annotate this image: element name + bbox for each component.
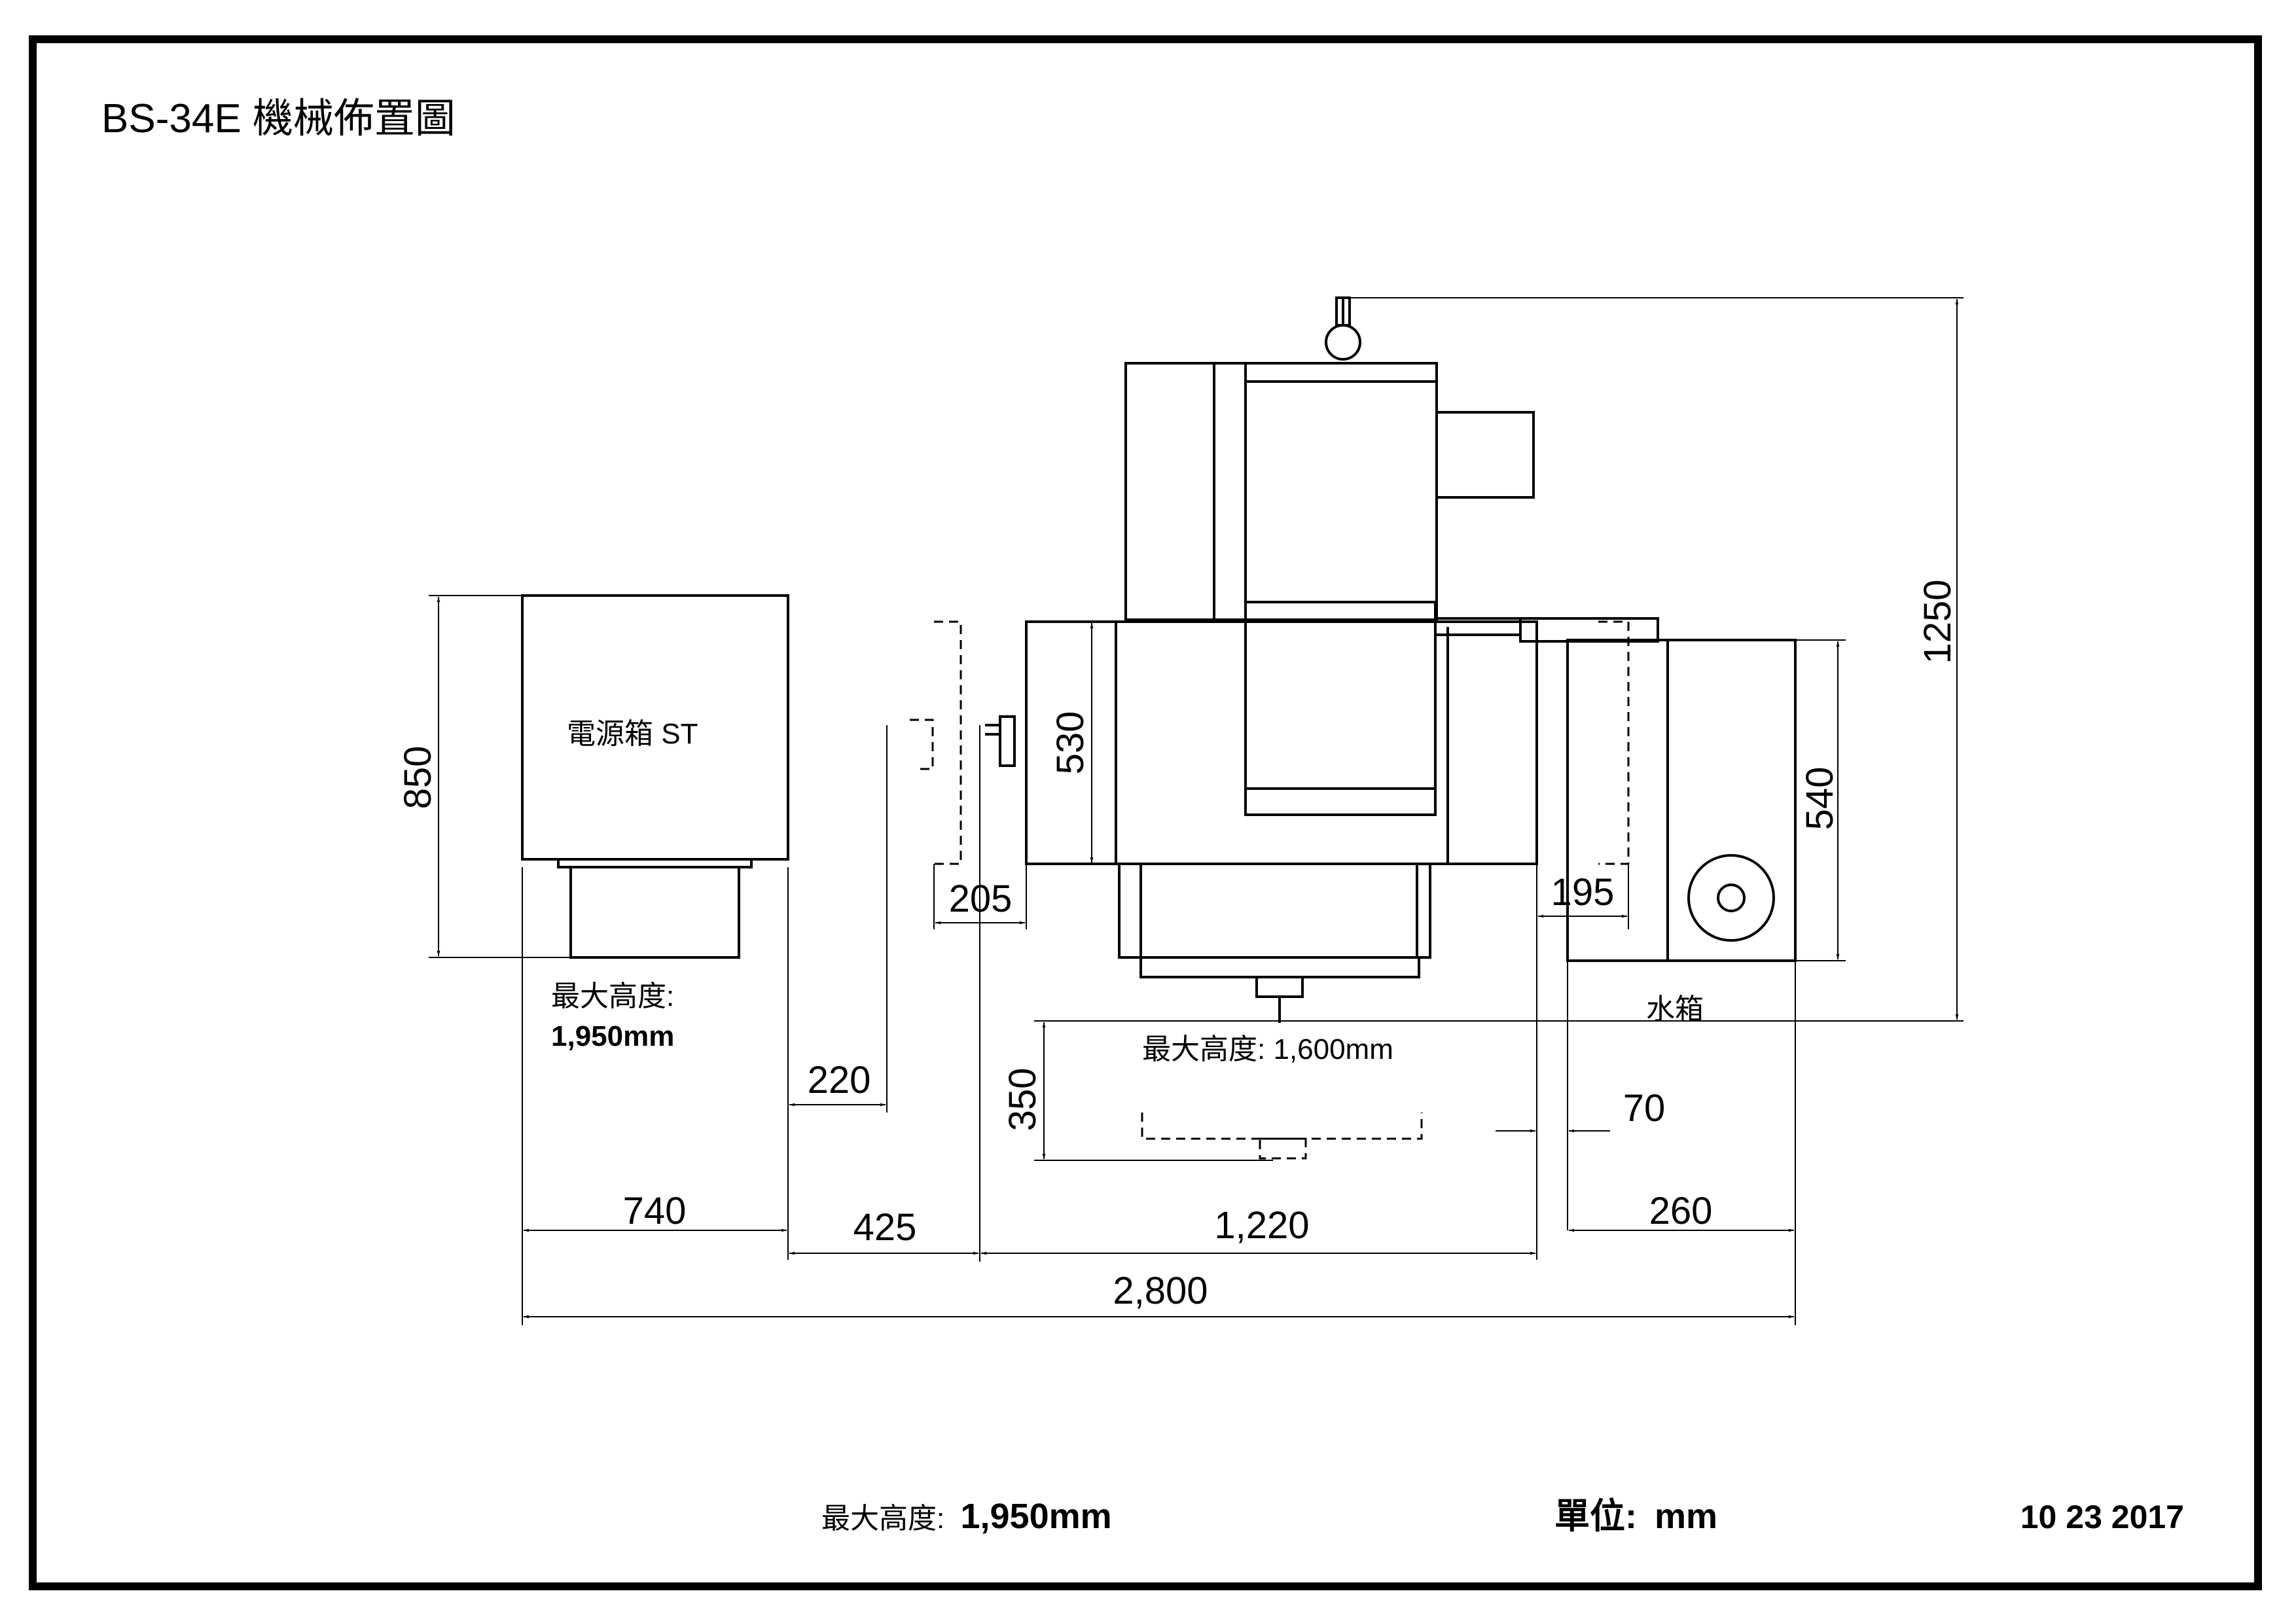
power-box [521,594,789,959]
dim-220: 220 [808,1059,871,1101]
extension-lines [429,297,1964,1325]
footer-unit: 單位: mm [1554,1497,1717,1536]
footer-unit-value: mm [1655,1497,1717,1536]
power-box-max-height-value: 1,950mm [551,1020,674,1052]
footer-max-height: 最大高度: 1,950mm [821,1497,1112,1536]
dim-850: 850 [397,746,439,810]
dim-350: 350 [1001,1068,1044,1132]
door-swing-outline [910,620,1630,1160]
dim-425: 425 [853,1206,917,1249]
dim-1220: 1,220 [1214,1204,1309,1247]
power-box-max-height-label: 最大高度: [551,980,674,1012]
dim-260: 260 [1649,1190,1713,1232]
machine-max-height-label: 最大高度: 1,600mm [1142,1033,1393,1065]
dim-530: 530 [1049,711,1092,775]
footer-unit-label: 單位: [1554,1497,1637,1536]
dim-205: 205 [949,878,1013,920]
dim-70: 70 [1623,1087,1666,1130]
drawing-title: BS-34E 機械佈置圖 [101,96,456,141]
dim-1250: 1250 [1916,579,1959,664]
power-box-label: 電源箱 ST [567,718,698,750]
dim-2800: 2,800 [1113,1270,1208,1312]
footer-max-height-value: 1,950mm [960,1497,1111,1536]
machine-body [985,296,1659,1023]
dim-540: 540 [1799,767,1841,830]
dim-195: 195 [1551,871,1615,914]
dim-740: 740 [623,1190,687,1232]
water-tank-label: 水箱 [1646,993,1704,1026]
dimension-lines [437,299,1959,1319]
water-tank [1566,639,1797,962]
footer-date: 10 23 2017 [2020,1499,2184,1535]
footer-max-height-label: 最大高度: [821,1503,944,1535]
drawing-border [29,35,2262,1590]
